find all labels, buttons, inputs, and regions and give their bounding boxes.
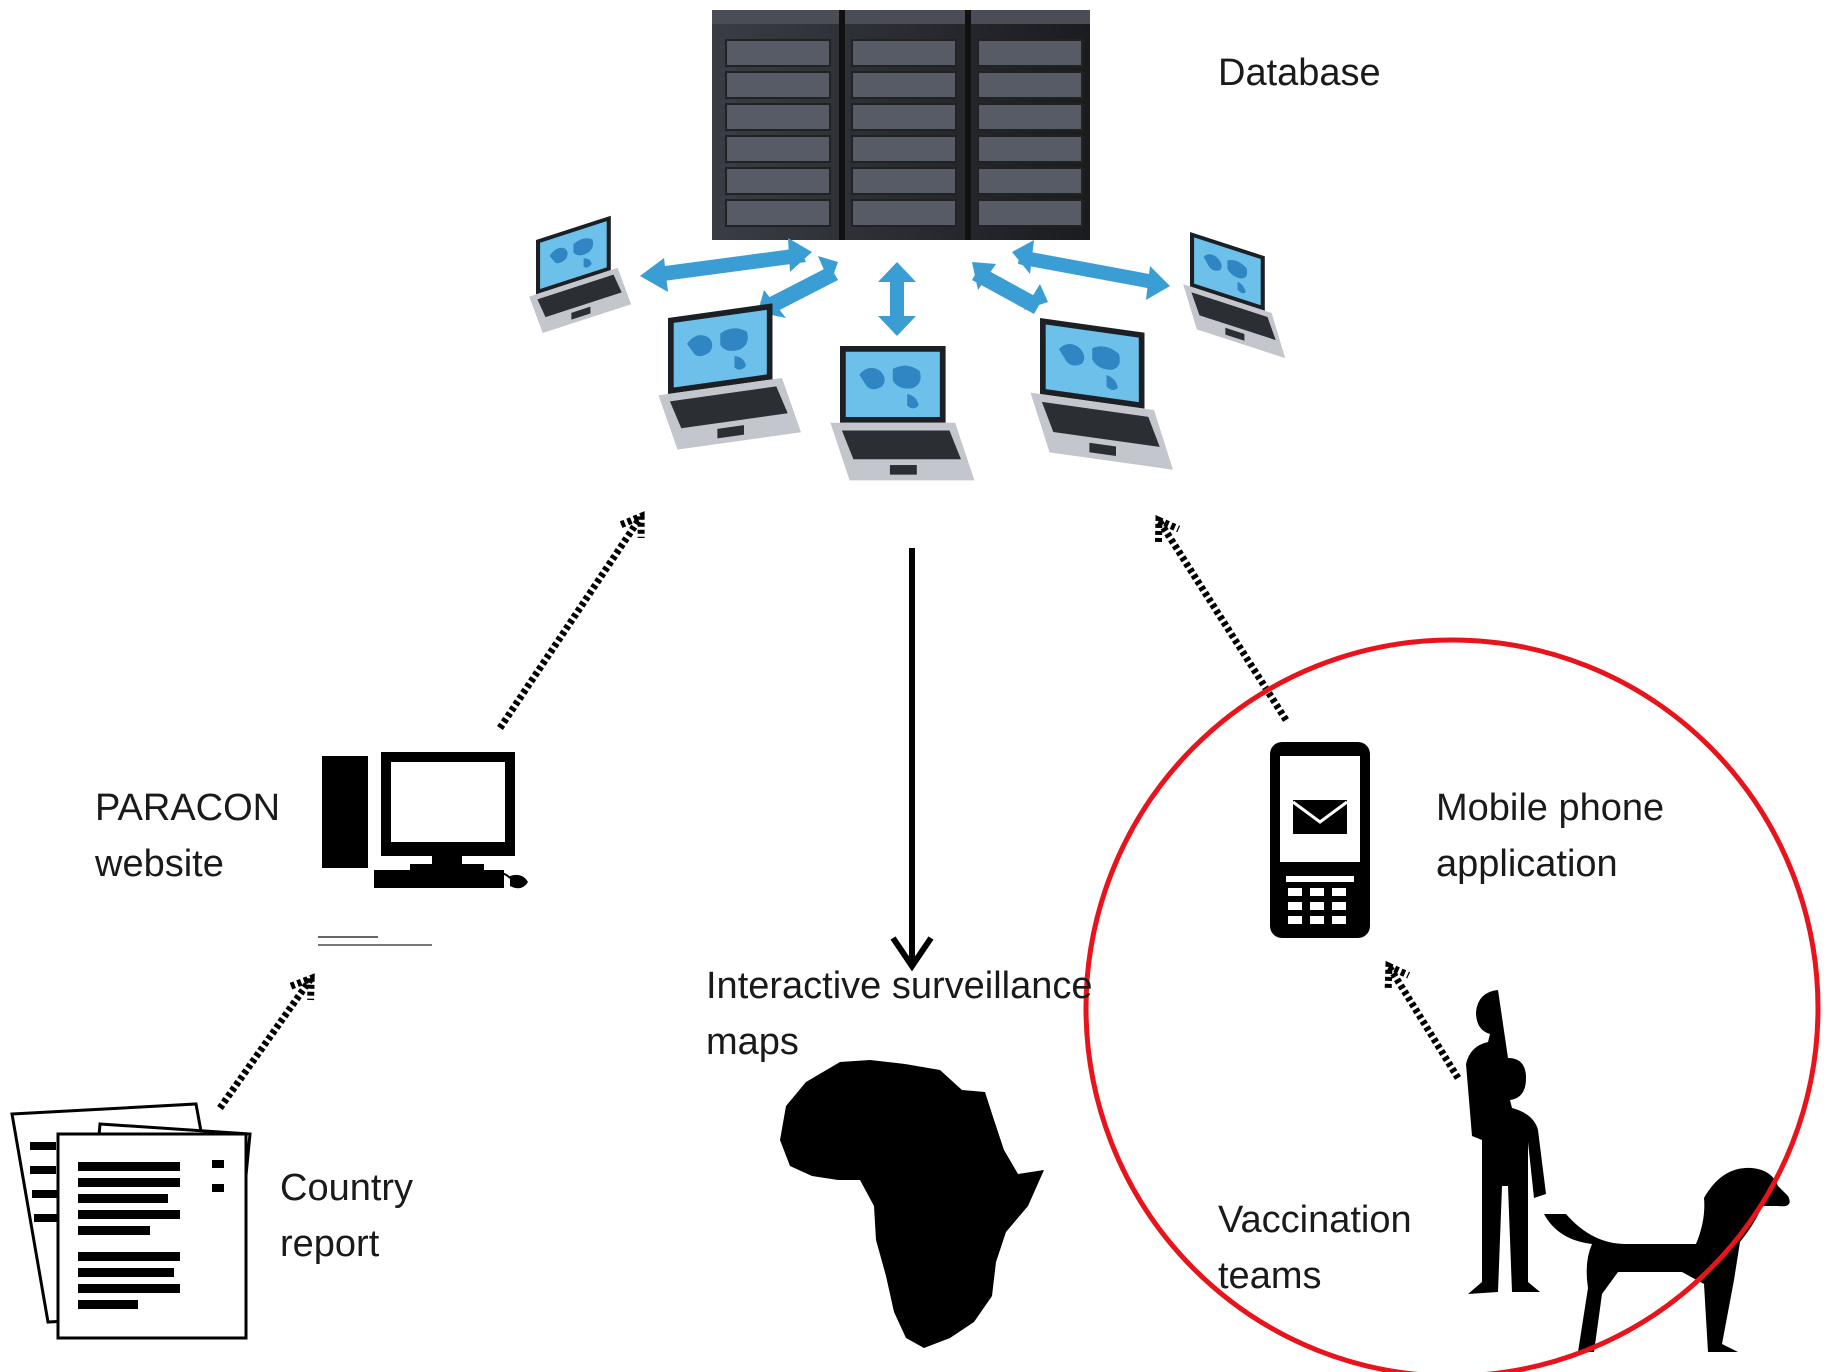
label-vaccination-teams: Vaccination teams — [1218, 1199, 1412, 1297]
laptop-icon — [1030, 316, 1173, 470]
desktop-computer-icon — [318, 752, 528, 946]
label-country-report: Country report — [280, 1167, 414, 1265]
laptop-icon — [830, 346, 975, 481]
person-silhouette-icon — [1466, 990, 1546, 1294]
arrow-database-to-maps — [890, 548, 934, 972]
server-rack-icon — [712, 10, 1090, 240]
highlight-circle — [1083, 637, 1821, 1372]
document-stack-icon — [10, 1102, 252, 1340]
label-mobile-application: Mobile phone application — [1436, 787, 1665, 885]
label-paracon-website: PARACON website — [95, 787, 281, 885]
arrow-report-to-website — [217, 980, 310, 1111]
network-link-arrows — [640, 238, 1170, 336]
arrow-teams-to-phone — [1390, 968, 1461, 1080]
envelope-icon — [1292, 800, 1348, 834]
africa-map-icon — [780, 1060, 1044, 1348]
mobile-phone-icon — [1270, 742, 1370, 938]
laptop-icon — [529, 209, 632, 338]
label-database: Database — [1218, 52, 1381, 94]
arrow-website-to-database — [497, 518, 640, 730]
laptop-icon — [1183, 229, 1286, 359]
dog-silhouette-icon — [1544, 1167, 1790, 1352]
label-interactive-maps: Interactive surveillance maps — [706, 965, 1093, 1063]
laptop-icon — [658, 299, 801, 453]
